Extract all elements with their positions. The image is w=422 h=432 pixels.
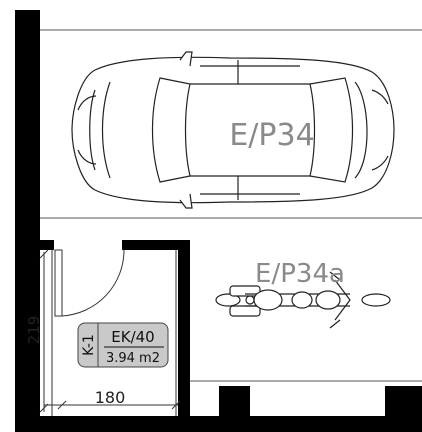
door-leaf	[54, 249, 63, 317]
stall-lines	[40, 29, 422, 382]
wall-storage-top-left	[40, 240, 54, 250]
dimension-height: 219	[25, 316, 43, 345]
door-swing-arc	[61, 249, 125, 317]
wall-bottom	[40, 416, 422, 432]
dimension-lines	[39, 249, 181, 413]
storage-badge: K-1 EK/40 3.94 m2	[77, 322, 169, 368]
storage-code: EK/40	[111, 328, 154, 346]
wall-storage-top-right	[122, 240, 190, 250]
wall-storage-right	[178, 240, 190, 418]
moto-space-label: E/P34a	[255, 259, 345, 289]
car-space-label: E/P34	[229, 118, 314, 153]
storage-tag: K-1	[81, 334, 97, 356]
dimension-width: 180	[95, 388, 126, 407]
storage-area: 3.94 m2	[106, 351, 160, 366]
column-right	[385, 386, 422, 418]
walls	[15, 10, 422, 432]
motorcycle-icon	[215, 271, 391, 329]
column-middle	[219, 386, 250, 418]
storage-room	[51, 249, 177, 416]
car-icon	[71, 51, 395, 209]
wall-left-column	[15, 10, 40, 432]
